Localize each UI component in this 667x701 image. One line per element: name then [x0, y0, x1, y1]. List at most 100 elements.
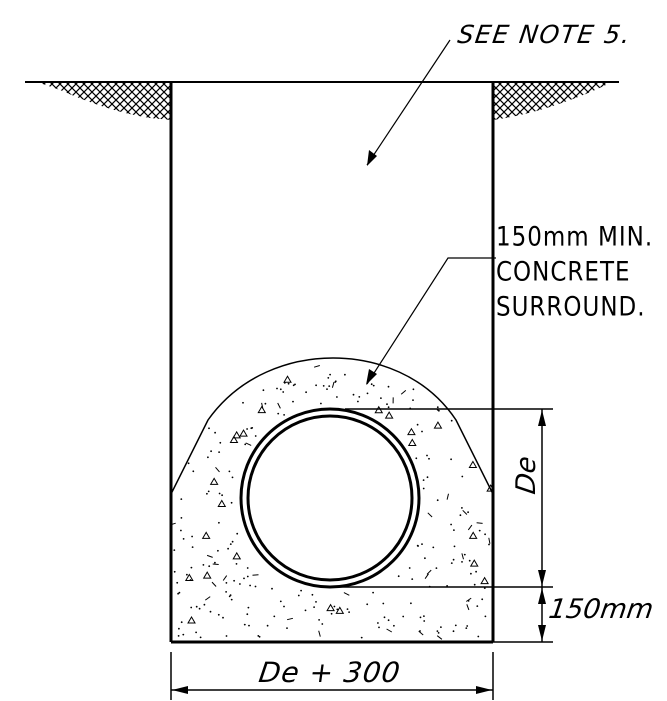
stipple-dot	[423, 615, 425, 617]
stipple-dot	[454, 624, 457, 627]
pipe-inner-wall	[246, 414, 414, 582]
stipple-dot	[276, 387, 278, 390]
stipple-dot	[370, 383, 373, 386]
stipple-dot	[328, 385, 331, 387]
stipple-dash	[343, 592, 350, 596]
stipple-dot	[436, 499, 439, 502]
stipple-dot	[244, 443, 247, 446]
stipple-dot	[488, 543, 490, 546]
dim-arrow-150-top	[538, 588, 546, 604]
stipple-dot	[415, 457, 418, 460]
stipple-dot	[217, 549, 219, 552]
dim-arrow-width-right	[476, 686, 492, 694]
stipple-dot	[292, 384, 295, 387]
stipple-dot	[230, 501, 233, 504]
stipple-dot	[452, 558, 455, 561]
stipple-dash	[245, 442, 252, 446]
stipple-dot	[266, 624, 269, 627]
stipple-dash	[318, 630, 321, 637]
stipple-dot	[173, 570, 176, 573]
stipple-dot	[214, 431, 217, 434]
stipple-dot	[225, 582, 228, 584]
stipple-dot	[207, 456, 209, 459]
stipple-dash	[462, 509, 468, 515]
stipple-dot	[426, 476, 429, 479]
stipple-dot	[292, 400, 294, 403]
stipple-dot	[393, 624, 395, 627]
stipple-dot	[360, 636, 363, 639]
stipple-dot	[195, 605, 198, 608]
aggregate-triangle	[184, 573, 194, 581]
stipple-dot	[190, 606, 193, 609]
stipple-dot	[419, 630, 421, 632]
stipple-dot	[437, 632, 440, 634]
stipple-dot	[233, 579, 236, 582]
stipple-dot	[481, 598, 484, 601]
stipple-dash	[488, 537, 491, 544]
stipple-dot	[187, 462, 190, 465]
stipple-dot	[254, 435, 257, 437]
stipple-dot	[249, 584, 252, 587]
stipple-dot	[190, 566, 193, 569]
stipple-dot	[228, 470, 231, 473]
surround-label-line-1: 150mm MIN.	[496, 222, 654, 253]
stipple-dot	[180, 517, 183, 519]
stipple-dot	[473, 583, 476, 586]
aggregate-triangle	[384, 411, 394, 419]
stipple-dash	[212, 563, 219, 565]
stipple-dash	[466, 604, 470, 611]
stipple-dot	[476, 605, 479, 607]
stipple-dot	[208, 427, 210, 430]
soil-hatch-right	[493, 83, 610, 120]
stipple-dot	[178, 591, 181, 594]
stipple-dot	[438, 409, 440, 412]
stipple-dot	[225, 635, 228, 637]
stipple-dot	[435, 567, 438, 569]
stipple-dot	[229, 543, 232, 545]
stipple-dash	[286, 617, 294, 621]
stipple-dot	[421, 543, 423, 545]
stipple-dot	[315, 384, 317, 387]
stipple-dot	[358, 396, 361, 398]
stipple-dot	[283, 605, 285, 608]
stipple-dot	[366, 392, 369, 395]
stipple-dot	[477, 635, 480, 638]
stipple-dot	[422, 479, 425, 481]
stipple-dot	[461, 507, 463, 509]
stipple-dash	[222, 575, 228, 581]
stipple-dot	[467, 511, 469, 514]
aggregate-triangle	[486, 484, 493, 492]
stipple-dot	[297, 594, 300, 597]
stipple-dot	[397, 575, 400, 578]
stipple-dot	[273, 615, 276, 618]
stipple-dot	[243, 577, 245, 580]
aggregate-triangle	[217, 499, 227, 507]
surround-label-line-3: SURROUND.	[496, 292, 646, 323]
aggregate-triangle	[468, 460, 478, 469]
stipple-dot	[208, 565, 211, 568]
stipple-dot	[334, 380, 337, 383]
stipple-dot	[470, 572, 472, 575]
aggregate-triangle	[229, 435, 239, 443]
stipple-dot	[283, 414, 285, 416]
note-leader-arrow	[367, 150, 377, 166]
stipple-dot	[453, 545, 456, 548]
stipple-dash	[476, 522, 483, 524]
stipple-dot	[459, 514, 462, 517]
dim-arrow-150-bottom	[538, 625, 546, 641]
stipple-dot	[192, 470, 195, 473]
stipple-dot	[221, 494, 224, 497]
aggregate-triangle	[469, 559, 479, 567]
stipple-dot	[271, 587, 273, 590]
stipple-dot	[246, 567, 249, 569]
stipple-dot	[180, 498, 183, 500]
stipple-dot	[279, 600, 282, 603]
stipple-dash	[211, 581, 217, 587]
stipple-dot	[412, 399, 414, 401]
stipple-dot	[180, 621, 183, 624]
aggregate-triangle	[232, 551, 242, 560]
stipple-dot	[344, 373, 346, 376]
stipple-dot	[423, 620, 426, 622]
stipple-dot	[258, 635, 261, 638]
stipple-dot	[313, 606, 315, 608]
